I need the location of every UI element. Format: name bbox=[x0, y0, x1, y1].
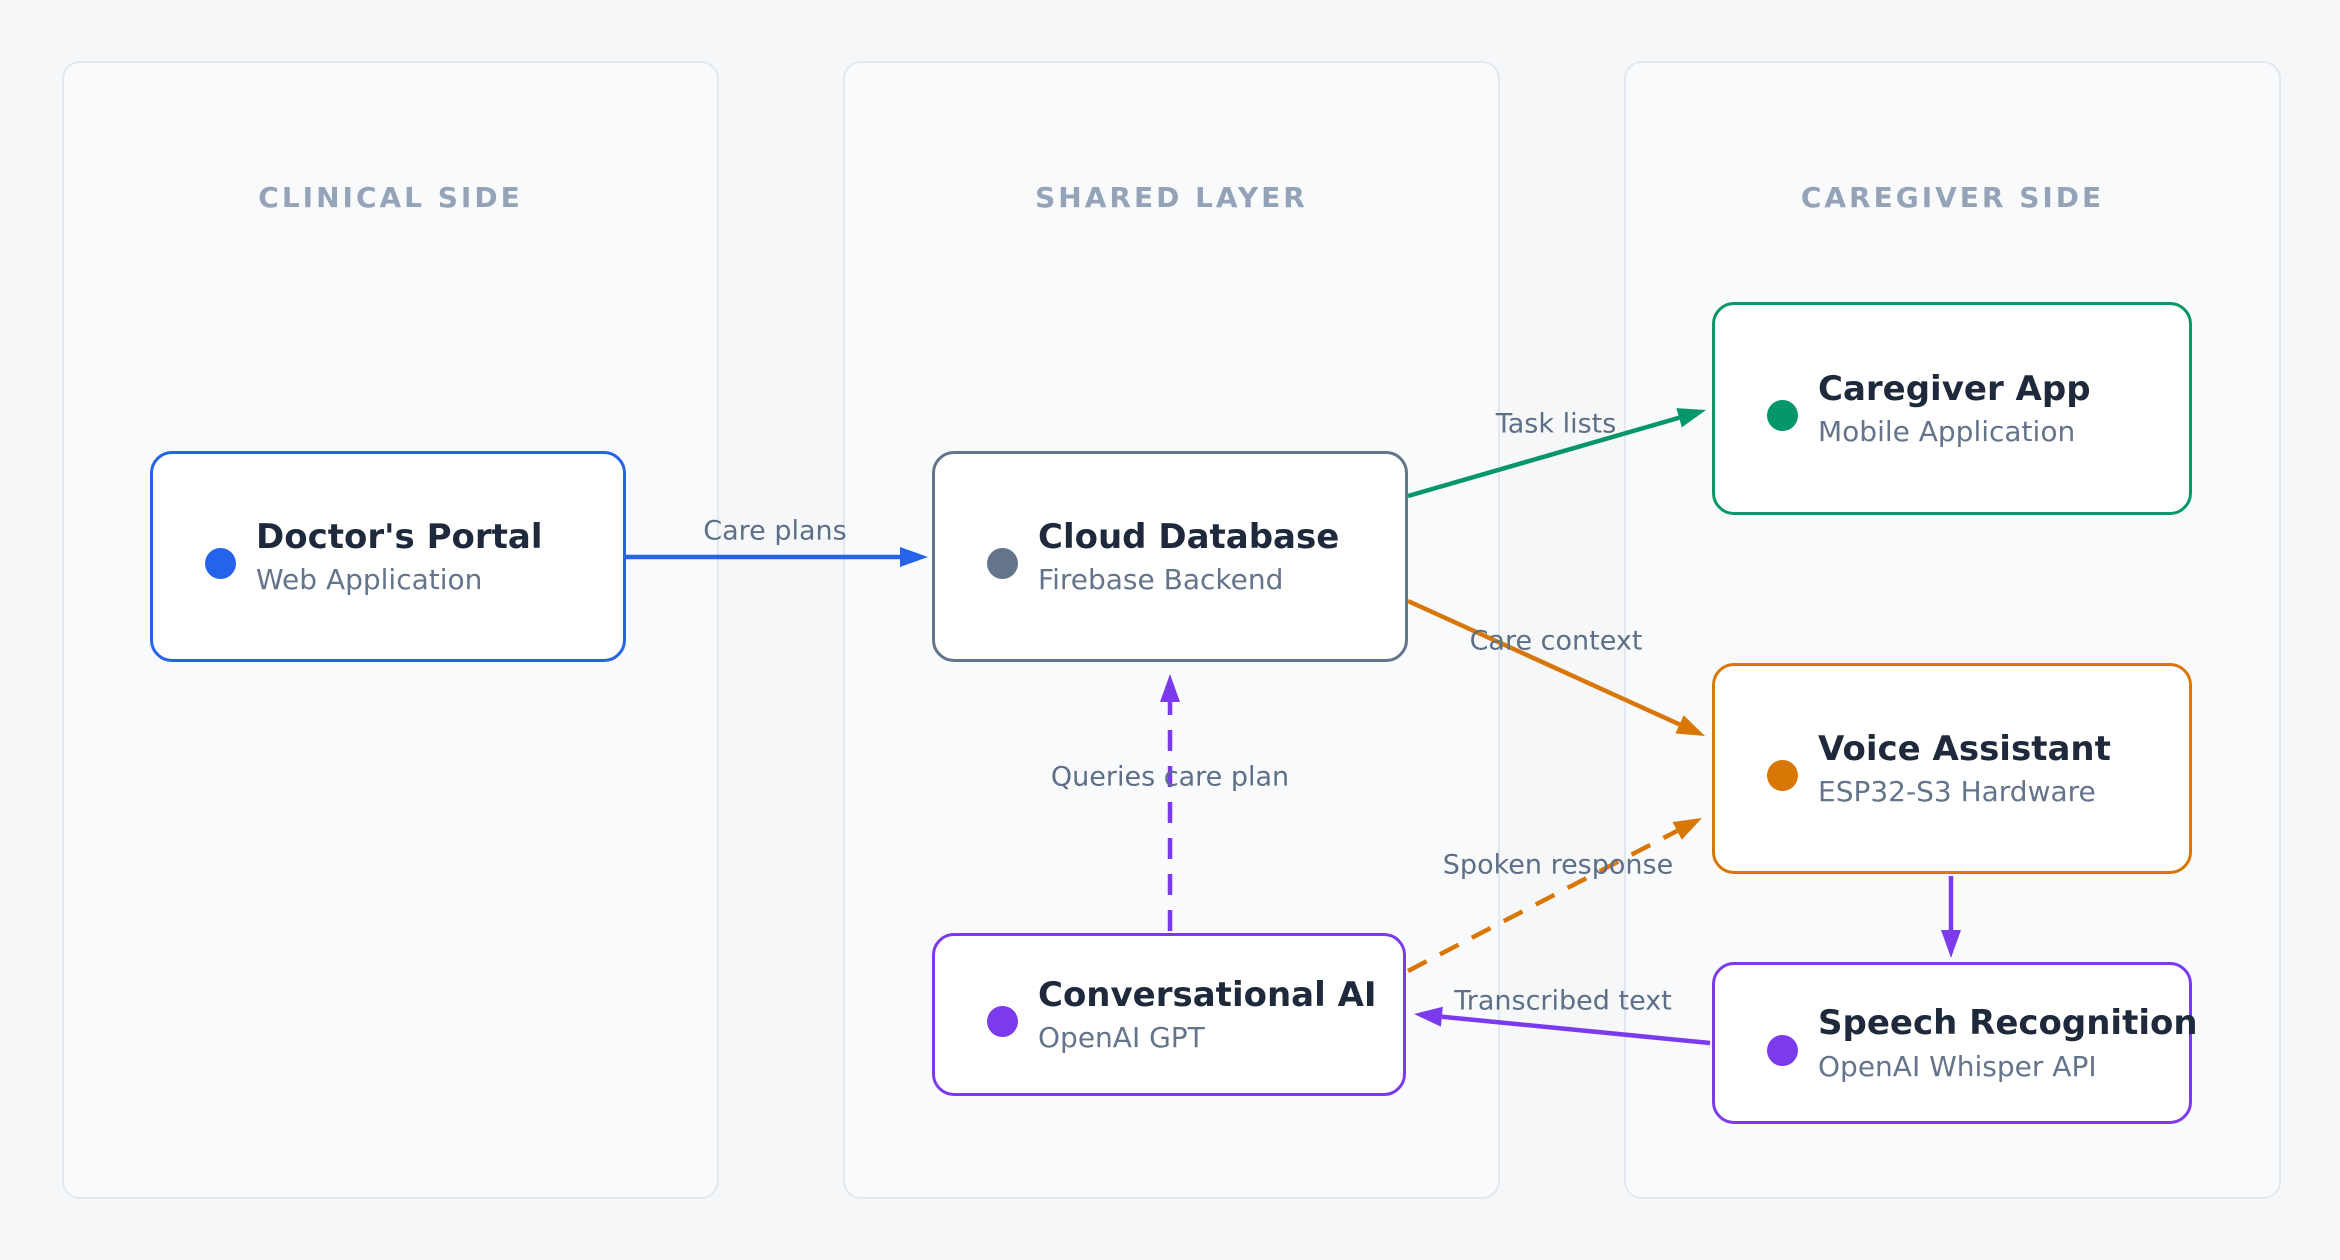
node-status-dot-icon bbox=[205, 548, 236, 579]
node-subtitle: Mobile Application bbox=[1818, 415, 2076, 449]
node-title: Speech Recognition bbox=[1818, 1003, 2198, 1044]
edge-label-spoken-response: Spoken response bbox=[1442, 849, 1674, 881]
node-title: Voice Assistant bbox=[1818, 728, 2111, 769]
node-caregiver-app: Caregiver App Mobile Application bbox=[1712, 302, 2192, 515]
node-status-dot-icon bbox=[1767, 400, 1798, 431]
node-title: Cloud Database bbox=[1038, 516, 1340, 557]
edge-label-transcribed-text: Transcribed text bbox=[1454, 985, 1672, 1017]
node-cloud-database: Cloud Database Firebase Backend bbox=[932, 451, 1408, 662]
node-status-dot-icon bbox=[1767, 760, 1798, 791]
edge-line-task-lists bbox=[1407, 415, 1680, 499]
edge-arrowhead-care-context bbox=[1675, 715, 1705, 736]
column-header-clinical: CLINICAL SIDE bbox=[258, 181, 523, 214]
edge-arrowhead-task-lists bbox=[1676, 408, 1706, 428]
column-header-caregiver: CAREGIVER SIDE bbox=[1800, 181, 2105, 214]
node-title: Conversational AI bbox=[1038, 974, 1377, 1015]
node-status-dot-icon bbox=[987, 1006, 1018, 1037]
edge-arrowhead-voice-to-speech bbox=[1941, 930, 1961, 958]
node-conversational-ai: Conversational AI OpenAI GPT bbox=[932, 933, 1406, 1096]
node-doctors-portal: Doctor's Portal Web Application bbox=[150, 451, 626, 662]
edge-arrowhead-spoken-response bbox=[1672, 818, 1702, 840]
node-speech-recognition: Speech Recognition OpenAI Whisper API bbox=[1712, 962, 2198, 1124]
edge-line-spoken-response bbox=[1406, 828, 1679, 973]
node-title: Caregiver App bbox=[1818, 368, 2091, 409]
edge-label-care-context: Care context bbox=[1469, 625, 1643, 657]
node-voice-assistant: Voice Assistant ESP32-S3 Hardware bbox=[1712, 663, 2192, 874]
node-subtitle: Web Application bbox=[256, 563, 483, 597]
edge-line-transcribed-text bbox=[1441, 1014, 1711, 1046]
node-title: Doctor's Portal bbox=[256, 516, 543, 557]
node-subtitle: ESP32-S3 Hardware bbox=[1818, 775, 2096, 809]
node-subtitle: OpenAI GPT bbox=[1038, 1021, 1205, 1055]
edge-arrowhead-transcribed-text bbox=[1414, 1006, 1443, 1027]
edge-label-task-lists: Task lists bbox=[1495, 408, 1617, 440]
node-status-dot-icon bbox=[1767, 1034, 1798, 1066]
edge-arrowhead-queries-care-plan bbox=[1160, 674, 1180, 702]
column-header-shared: SHARED LAYER bbox=[1035, 181, 1308, 214]
edge-label-care-plans: Care plans bbox=[703, 515, 847, 547]
edge-label-queries-care-plan: Queries care plan bbox=[1050, 761, 1290, 793]
node-subtitle: OpenAI Whisper API bbox=[1818, 1049, 2097, 1083]
edge-arrowhead-care-plans bbox=[900, 547, 928, 567]
edge-line-care-context bbox=[1407, 598, 1681, 727]
node-subtitle: Firebase Backend bbox=[1038, 563, 1284, 597]
node-status-dot-icon bbox=[987, 548, 1018, 579]
